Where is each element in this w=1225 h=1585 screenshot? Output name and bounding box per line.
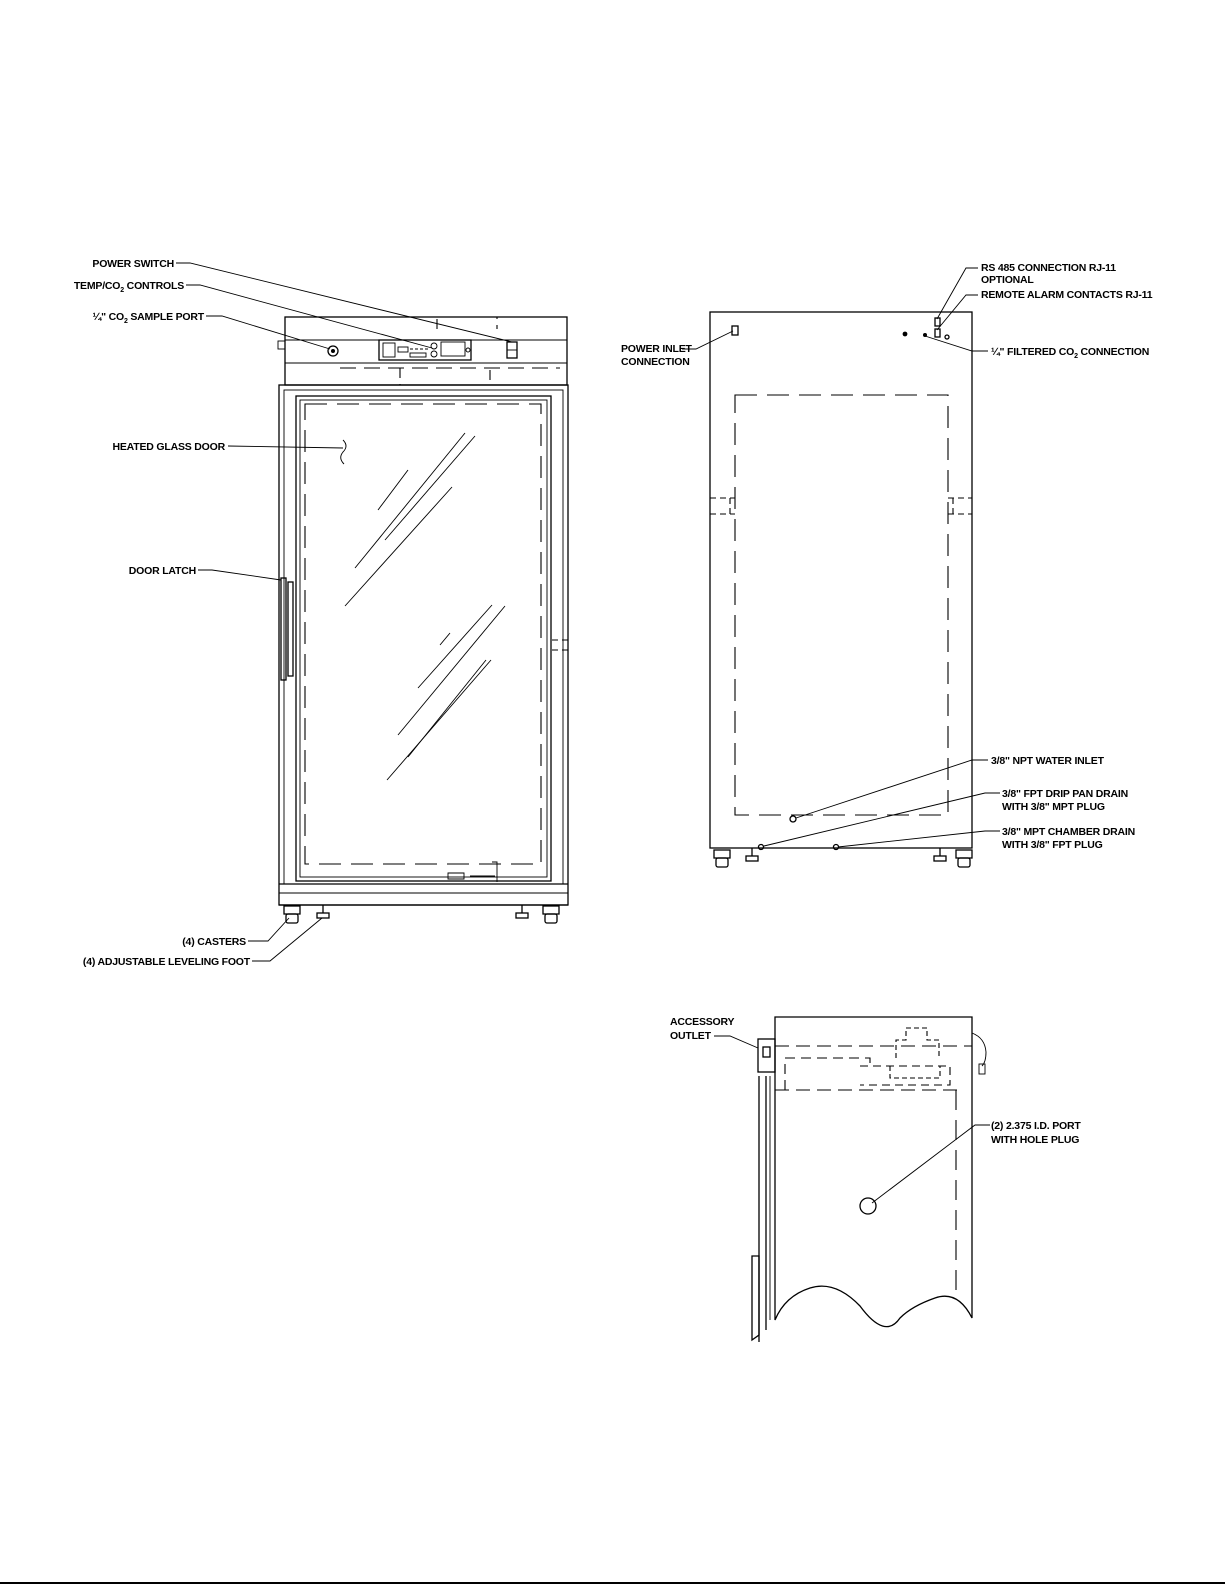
- label-optional: OPTIONAL: [981, 274, 1034, 286]
- chamber-drain: [832, 843, 840, 851]
- front-leveling-feet: [316, 905, 529, 919]
- front-casters: [283, 905, 560, 924]
- heated-glass-door: [295, 395, 552, 882]
- label-heated-glass-door: HEATED GLASS DOOR: [113, 441, 226, 453]
- temp-co2-control-panel: [378, 339, 472, 361]
- label-leveling-foot: (4) ADJUSTABLE LEVELING FOOT: [83, 956, 251, 968]
- rs485-connector: [934, 317, 941, 327]
- label-power-inlet-1: POWER INLET: [621, 343, 693, 355]
- label-rs485: RS 485 CONNECTION RJ-11: [981, 262, 1116, 274]
- label-accessory-1: ACCESSORY: [670, 1016, 735, 1028]
- rear-cabinet: [709, 311, 973, 849]
- label-temp-co2-controls: TEMP/CO2 CONTROLS: [74, 280, 184, 294]
- front-cabinet: [278, 384, 569, 906]
- label-casters: (4) CASTERS: [182, 936, 246, 948]
- label-port-2: WITH HOLE PLUG: [991, 1134, 1079, 1146]
- side-cabinet: [774, 1016, 973, 1328]
- front-control-header: [284, 316, 568, 386]
- front-view: POWER SWITCH TEMP/CO2 CONTROLS ¼" CO2 SA…: [74, 258, 569, 968]
- label-port-1: (2) 2.375 I.D. PORT: [991, 1120, 1081, 1132]
- label-drip-pan-1: 3/8" FPT DRIP PAN DRAIN: [1002, 788, 1128, 800]
- label-accessory-2: OUTLET: [670, 1030, 712, 1042]
- rear-casters: [713, 848, 973, 868]
- label-chamber-drain-2: WITH 3/8" FPT PLUG: [1002, 839, 1103, 851]
- accessory-outlet: [757, 1038, 776, 1073]
- label-chamber-drain-1: 3/8" MPT CHAMBER DRAIN: [1002, 826, 1135, 838]
- port-with-hole-plug: [859, 1197, 877, 1215]
- co2-sample-port: [327, 345, 339, 357]
- rear-view: RS 485 CONNECTION RJ-11 OPTIONAL REMOTE …: [621, 262, 1153, 868]
- glass-reflections: [344, 432, 506, 781]
- label-power-switch: POWER SWITCH: [92, 258, 174, 270]
- label-co2-sample-port: ¼" CO2 SAMPLE PORT: [93, 311, 205, 325]
- label-door-latch: DOOR LATCH: [129, 565, 196, 577]
- drip-pan-drain: [757, 843, 765, 851]
- label-filtered-co2: ¼" FILTERED CO2 CONNECTION: [991, 346, 1149, 360]
- label-drip-pan-2: WITH 3/8" MPT PLUG: [1002, 801, 1105, 813]
- power-inlet: [731, 325, 739, 336]
- side-view: ACCESSORY OUTLET (2) 2.375 I.D. PORT WIT…: [670, 1016, 1082, 1342]
- remote-alarm-connector: [934, 328, 941, 338]
- door-latch: [280, 577, 294, 681]
- label-power-inlet-2: CONNECTION: [621, 356, 690, 368]
- water-inlet: [789, 815, 797, 823]
- label-water-inlet: 3/8" NPT WATER INLET: [991, 755, 1105, 767]
- label-remote-alarm: REMOTE ALARM CONTACTS RJ-11: [981, 289, 1153, 301]
